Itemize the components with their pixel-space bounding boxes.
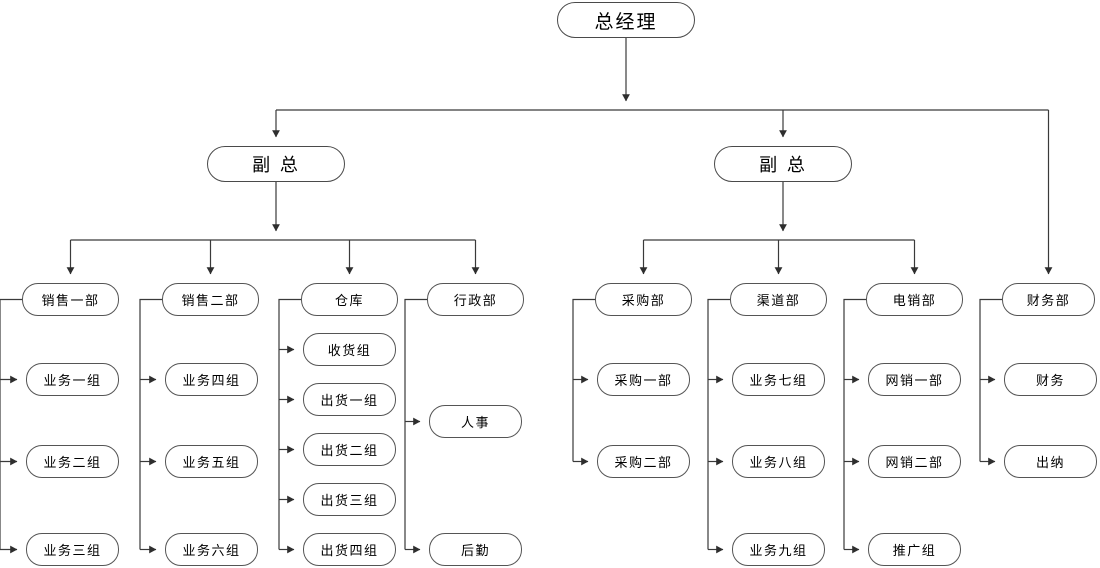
node-dept-telesales[interactable]: 电销部: [866, 283, 963, 316]
node-dept-sales-1[interactable]: 销售一部: [22, 283, 119, 316]
node-team-group-6[interactable]: 业务六组: [165, 533, 258, 566]
node-team-hr[interactable]: 人事: [429, 405, 522, 438]
node-team-shipping-1[interactable]: 出货一组: [303, 383, 396, 416]
node-team-shipping-4[interactable]: 出货四组: [303, 533, 396, 566]
node-team-purchasing-2[interactable]: 采购二部: [597, 445, 690, 478]
node-team-group-5[interactable]: 业务五组: [165, 445, 258, 478]
node-team-cashier[interactable]: 出纳: [1004, 445, 1097, 478]
node-team-online-sales-2[interactable]: 网销二部: [868, 445, 961, 478]
node-team-accounting[interactable]: 财务: [1004, 363, 1097, 396]
node-team-online-sales-1[interactable]: 网销一部: [868, 363, 961, 396]
node-team-shipping-3[interactable]: 出货三组: [303, 483, 396, 516]
node-team-group-4[interactable]: 业务四组: [165, 363, 258, 396]
node-dept-purchasing[interactable]: 采购部: [595, 283, 692, 316]
node-team-shipping-2[interactable]: 出货二组: [303, 433, 396, 466]
node-team-group-2[interactable]: 业务二组: [26, 445, 119, 478]
node-team-promotion[interactable]: 推广组: [868, 533, 961, 566]
node-team-group-9[interactable]: 业务九组: [732, 533, 825, 566]
node-team-group-8[interactable]: 业务八组: [732, 445, 825, 478]
node-team-receiving[interactable]: 收货组: [303, 333, 396, 366]
node-dept-finance[interactable]: 财务部: [1002, 283, 1095, 316]
node-vice-president-left[interactable]: 副 总: [207, 146, 345, 182]
node-general-manager[interactable]: 总经理: [557, 2, 695, 38]
node-team-group-3[interactable]: 业务三组: [26, 533, 119, 566]
node-team-group-1[interactable]: 业务一组: [26, 363, 119, 396]
node-team-group-7[interactable]: 业务七组: [732, 363, 825, 396]
node-dept-warehouse[interactable]: 仓库: [301, 283, 398, 316]
node-dept-administration[interactable]: 行政部: [427, 283, 524, 316]
node-dept-sales-2[interactable]: 销售二部: [162, 283, 259, 316]
node-vice-president-right[interactable]: 副 总: [714, 146, 852, 182]
node-team-logistics[interactable]: 后勤: [429, 533, 522, 566]
node-team-purchasing-1[interactable]: 采购一部: [597, 363, 690, 396]
node-dept-channel[interactable]: 渠道部: [730, 283, 827, 316]
